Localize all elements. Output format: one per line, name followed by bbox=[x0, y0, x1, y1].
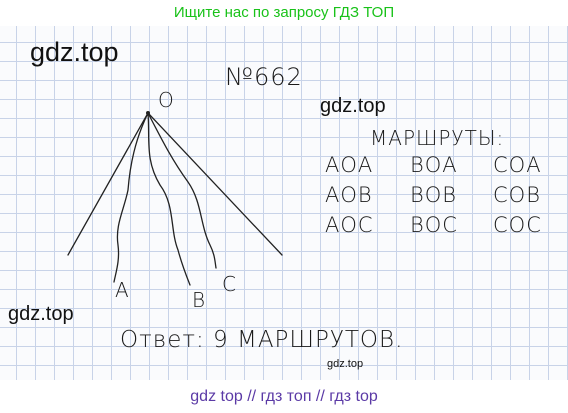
diagram-right-line bbox=[147, 112, 283, 256]
routes-title: МАРШРУТЫ: bbox=[370, 126, 505, 150]
vertex-c-label: C bbox=[222, 272, 236, 296]
route-vos: ВОС bbox=[410, 213, 458, 237]
diagram-left-line bbox=[67, 112, 149, 256]
route-voa: ВОА bbox=[410, 153, 458, 177]
route-aos: АОС bbox=[325, 213, 374, 237]
route-soa: СОА bbox=[493, 153, 542, 177]
vertex-b-label: B bbox=[192, 288, 206, 312]
route-sos: СОС bbox=[493, 213, 542, 237]
diagram-path-to-a bbox=[113, 112, 149, 283]
watermark-top-left: gdz.top bbox=[30, 37, 119, 67]
footer-watermark: gdz top // гдз топ // гдз top bbox=[0, 380, 568, 413]
watermark-middle-right: gdz.top bbox=[320, 95, 386, 117]
watermark-bottom-center: gdz.top bbox=[327, 358, 364, 370]
vertex-a-label: A bbox=[115, 278, 129, 302]
route-vov: ВОВ bbox=[410, 183, 458, 207]
tree-diagram bbox=[67, 111, 283, 286]
diagram-path-to-c bbox=[147, 112, 217, 269]
diagram-path-to-b bbox=[147, 112, 191, 286]
watermark-bottom-left: gdz.top bbox=[8, 303, 74, 325]
route-sov: СОВ bbox=[493, 183, 541, 207]
graph-paper-background bbox=[0, 0, 568, 380]
route-aoa: АОА bbox=[325, 153, 374, 177]
vertex-o-label: O bbox=[158, 88, 174, 112]
task-number: №662 bbox=[225, 63, 303, 91]
top-banner: Ищите нас по запросу ГДЗ ТОП bbox=[0, 0, 568, 26]
answer-text: Ответ: 9 МАРШРУТОВ. bbox=[120, 327, 404, 353]
route-aov: АОВ bbox=[325, 183, 373, 207]
